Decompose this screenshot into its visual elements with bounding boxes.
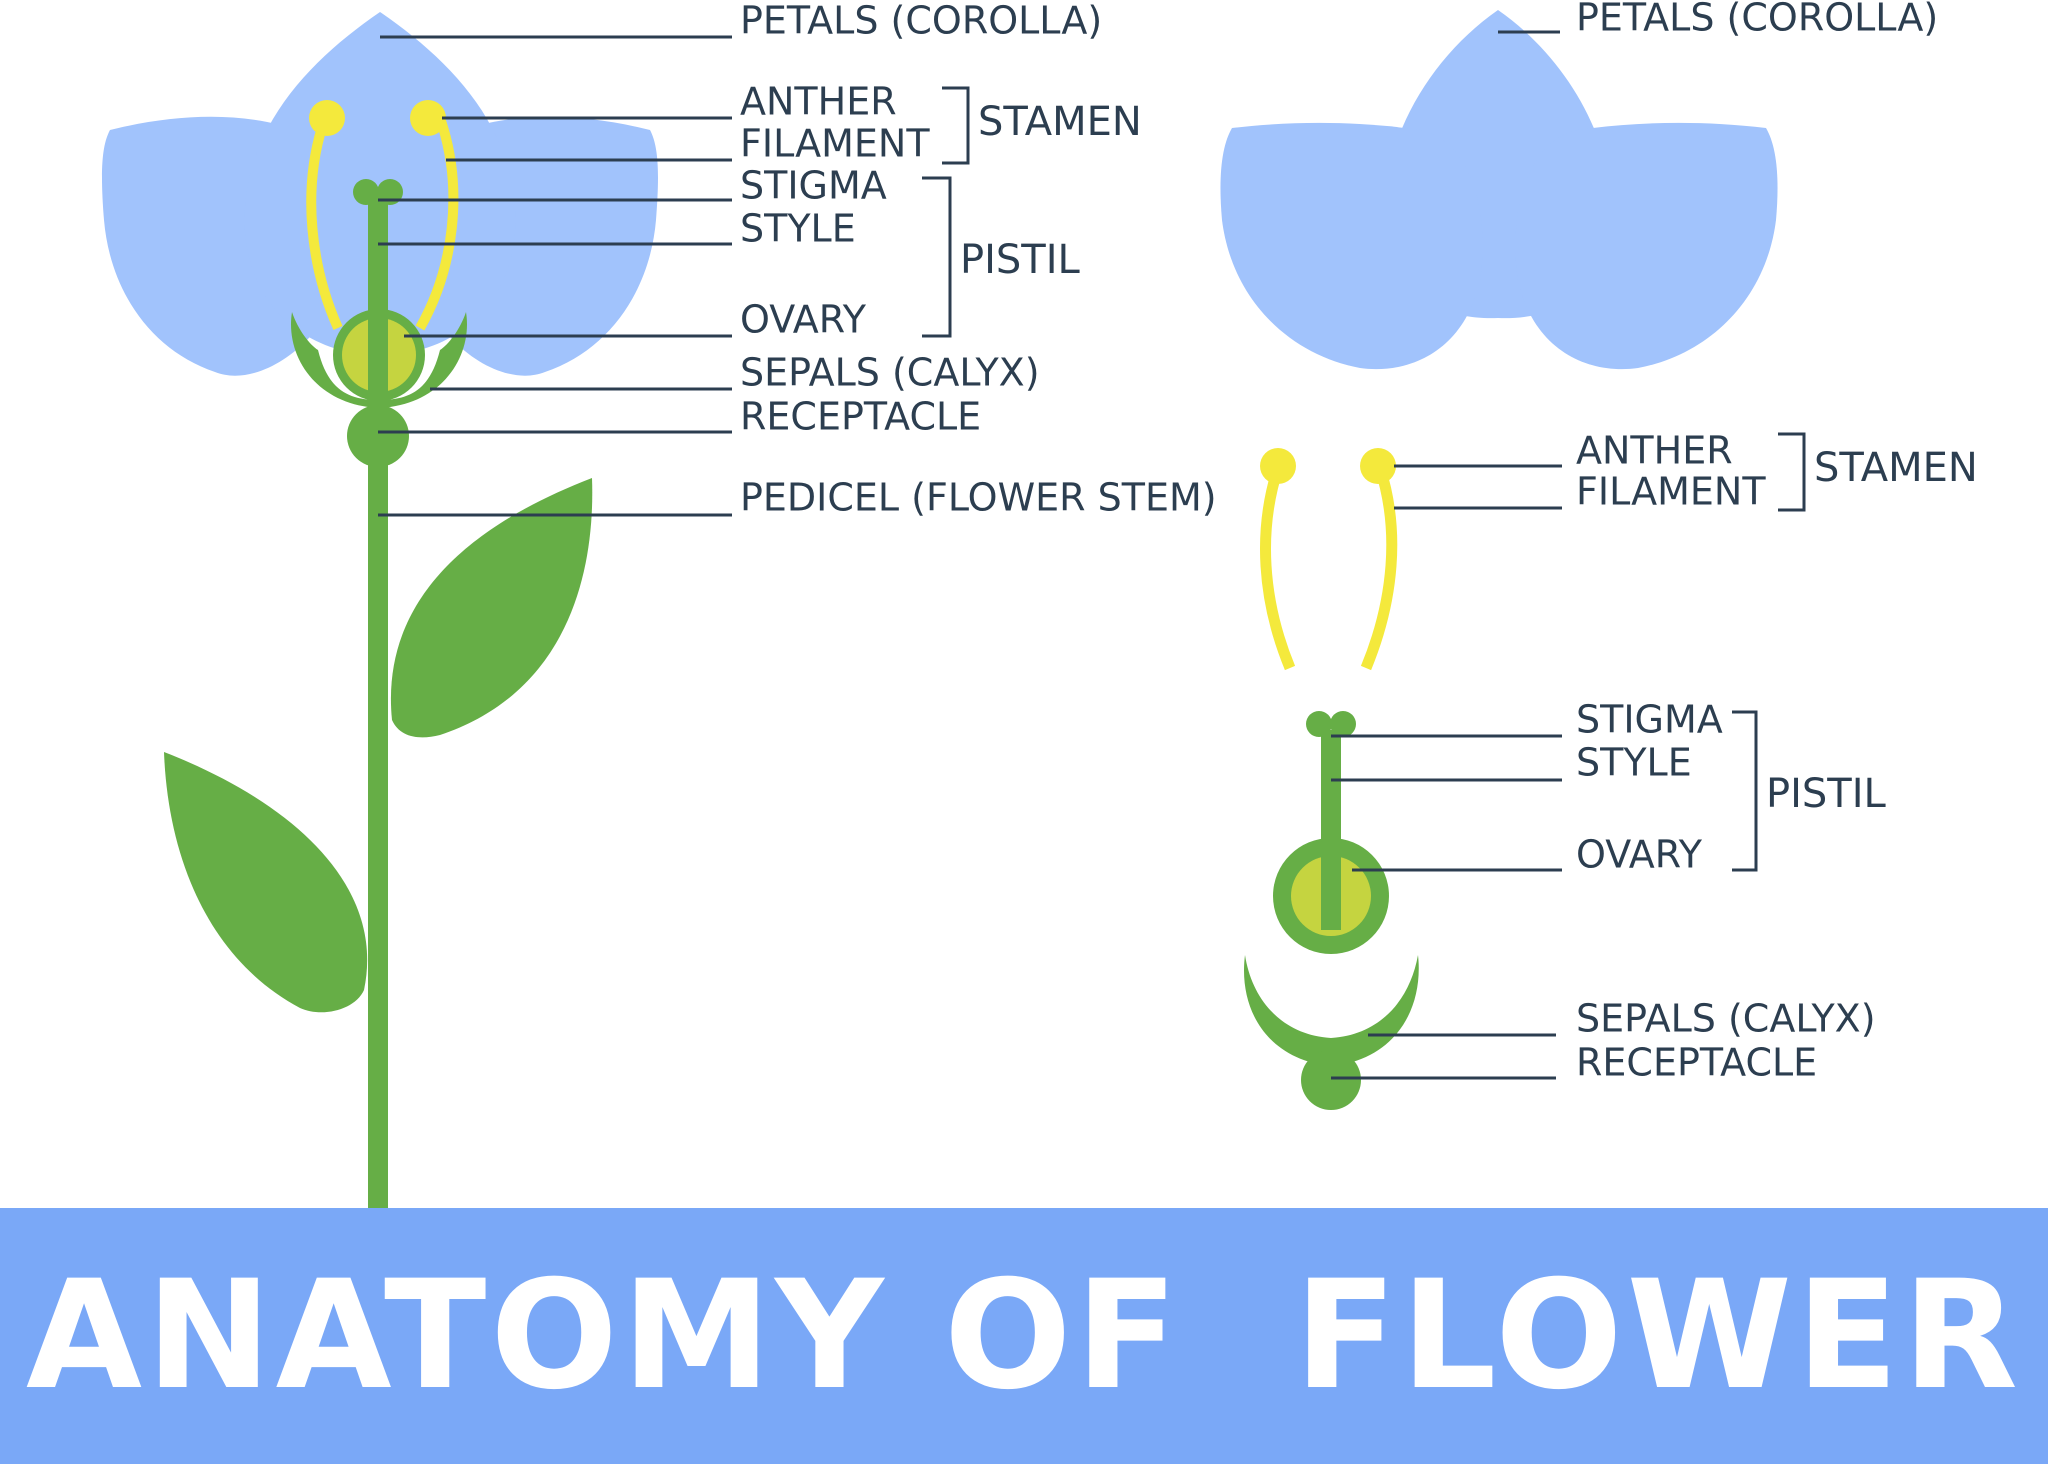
exploded-flower: PETALS (COROLLA) ANTHER FILAMENT STIGMA … xyxy=(1220,0,1978,1110)
style xyxy=(368,190,388,395)
exploded-pistil xyxy=(1273,711,1389,954)
exploded-petal-left xyxy=(1220,122,1483,370)
exploded-pistil-bracket xyxy=(1732,710,1758,872)
filament-left xyxy=(306,116,343,331)
page-title: ANATOMY OF FLOWER xyxy=(25,1249,2023,1423)
exploded-label-anther: ANTHER xyxy=(1576,429,1733,473)
label-filament: FILAMENT xyxy=(740,122,930,166)
title-banner: ANATOMY OF FLOWER xyxy=(0,1208,2048,1464)
exploded-corolla-petals xyxy=(1220,10,1778,370)
receptacle xyxy=(347,405,409,467)
exploded-filament-left xyxy=(1260,466,1296,671)
stigma-lobe-left xyxy=(353,179,379,205)
pedicel-stem xyxy=(368,420,388,1210)
exploded-style xyxy=(1321,730,1341,930)
exploded-receptacle xyxy=(1301,1050,1361,1110)
label-sepals: SEPALS (CALYX) xyxy=(740,351,1040,395)
exploded-label-style: STYLE xyxy=(1576,741,1692,785)
anther-right xyxy=(410,100,446,136)
label-receptacle: RECEPTACLE xyxy=(740,395,981,439)
group-label-stamen: STAMEN xyxy=(978,99,1142,145)
whole-flower: PETALS (COROLLA) ANTHER FILAMENT STIGMA … xyxy=(102,0,1217,1210)
exploded-stamen-bracket xyxy=(1778,432,1806,512)
exploded-leader-lines xyxy=(1331,30,1562,1080)
label-stigma: STIGMA xyxy=(740,164,887,208)
exploded-sepals-calyx xyxy=(1244,955,1419,1066)
exploded-label-sepals: SEPALS (CALYX) xyxy=(1576,997,1876,1041)
exploded-stigma-lobe-right xyxy=(1330,711,1356,737)
label-petals: PETALS (COROLLA) xyxy=(740,0,1102,43)
exploded-label-petals: PETALS (COROLLA) xyxy=(1576,0,1938,40)
exploded-label-ovary: OVARY xyxy=(1576,833,1703,877)
exploded-filament-right xyxy=(1360,466,1398,671)
pistil-bracket xyxy=(922,176,952,338)
exploded-stamens xyxy=(1260,448,1398,671)
upper-leaf xyxy=(390,478,593,738)
whole-flower-leader-lines xyxy=(378,35,732,517)
exploded-label-stigma: STIGMA xyxy=(1576,698,1723,742)
label-anther: ANTHER xyxy=(740,80,897,124)
group-label-pistil: PISTIL xyxy=(960,237,1081,283)
label-pedicel: PEDICEL (FLOWER STEM) xyxy=(740,476,1217,520)
exploded-anther-left xyxy=(1260,448,1296,484)
label-ovary: OVARY xyxy=(740,298,867,342)
exploded-label-receptacle: RECEPTACLE xyxy=(1576,1041,1817,1085)
stamens xyxy=(306,100,459,331)
stamen-bracket xyxy=(942,86,970,165)
lower-leaf xyxy=(164,752,368,1013)
filament-right xyxy=(415,116,459,331)
exploded-group-label-stamen: STAMEN xyxy=(1814,445,1978,491)
anther-left xyxy=(309,100,345,136)
label-style: STYLE xyxy=(740,207,856,251)
exploded-stigma-lobe-left xyxy=(1306,711,1332,737)
exploded-anther-right xyxy=(1360,448,1396,484)
exploded-petal-right xyxy=(1515,122,1778,370)
exploded-group-label-pistil: PISTIL xyxy=(1766,771,1887,817)
exploded-label-filament: FILAMENT xyxy=(1576,470,1766,514)
